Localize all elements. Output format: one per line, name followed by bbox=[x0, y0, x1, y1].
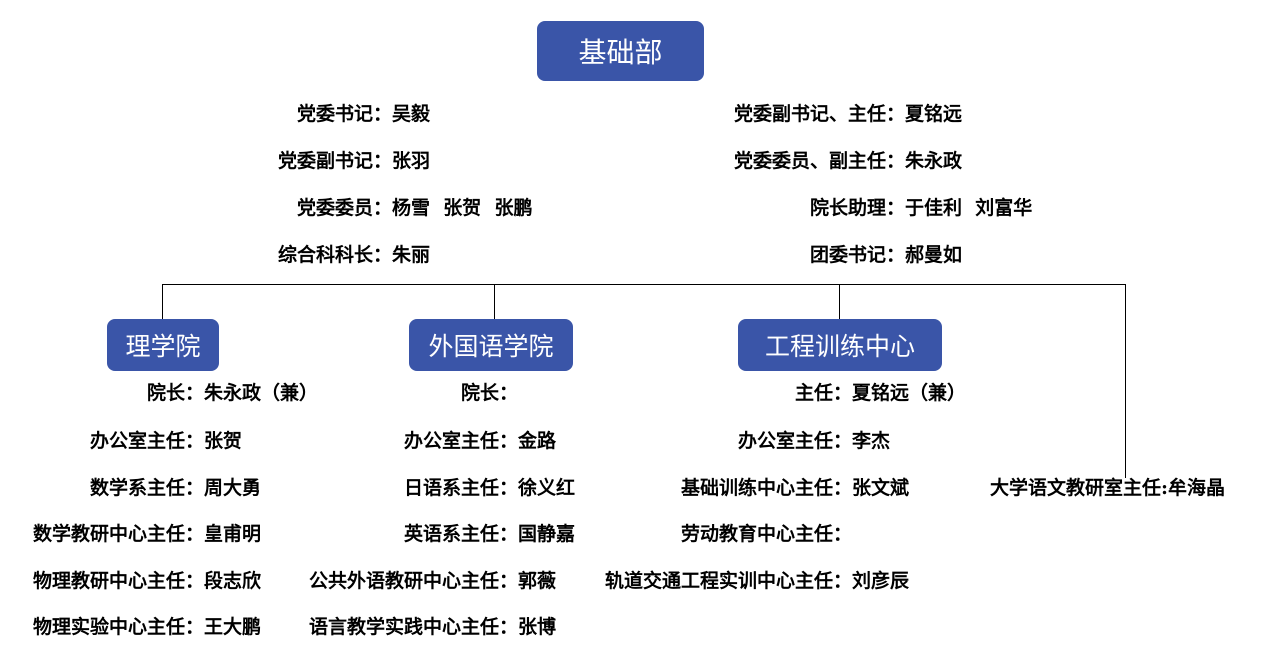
root-role-right: 团委书记：郝曼如 bbox=[655, 242, 962, 268]
root-department-title: 基础部 bbox=[578, 36, 663, 69]
role-value: 张羽 bbox=[392, 150, 431, 172]
role-value: 周大勇 bbox=[204, 477, 262, 499]
role-label: 物理实验中心主任： bbox=[32, 616, 204, 638]
role-label: 院长： bbox=[460, 382, 518, 404]
connector-drop-languages bbox=[494, 284, 495, 319]
role-label: 院长： bbox=[146, 382, 204, 404]
role-label: 语言教学实践中心主任： bbox=[308, 616, 518, 638]
science-role: 数学系主任：周大勇 bbox=[4, 475, 261, 501]
role-label: 团委书记： bbox=[809, 244, 905, 266]
role-label: 日语系主任： bbox=[403, 477, 518, 499]
dept-title: 理学院 bbox=[125, 332, 201, 361]
role-label: 办公室主任： bbox=[737, 430, 852, 452]
dept-title: 外国语学院 bbox=[428, 332, 554, 361]
root-role-right: 党委委员、副主任：朱永政 bbox=[655, 148, 962, 174]
science-role: 办公室主任：张贺 bbox=[4, 428, 242, 454]
connector-bus bbox=[162, 284, 1126, 285]
dept-box-engineering: 工程训练中心 bbox=[738, 319, 942, 371]
root-role-left: 党委委员：杨雪 张贺 张鹏 bbox=[192, 195, 532, 221]
chinese-office-role: 大学语文教研室主任:牟海晶 bbox=[990, 475, 1225, 501]
dept-title: 工程训练中心 bbox=[764, 332, 915, 361]
role-value: 牟海晶 bbox=[1168, 477, 1226, 499]
role-label: 院长助理： bbox=[809, 197, 905, 219]
role-value: 吴毅 bbox=[392, 103, 431, 125]
role-value: 张博 bbox=[518, 616, 557, 638]
role-label: 数学教研中心主任： bbox=[32, 523, 204, 545]
science-role: 数学教研中心主任：皇甫明 bbox=[4, 521, 261, 547]
role-value: 杨雪 张贺 张鹏 bbox=[392, 197, 533, 219]
role-label: 党委委员： bbox=[296, 197, 392, 219]
role-label: 党委副书记、主任： bbox=[733, 103, 905, 125]
role-value: 刘彦辰 bbox=[852, 570, 910, 592]
role-label: 办公室主任： bbox=[89, 430, 204, 452]
role-label: 党委书记： bbox=[296, 103, 392, 125]
languages-role: 日语系主任：徐义红 bbox=[278, 475, 575, 501]
role-label: 英语系主任： bbox=[403, 523, 518, 545]
role-value: 张贺 bbox=[204, 430, 243, 452]
role-value: 段志欣 bbox=[204, 570, 262, 592]
dept-box-science: 理学院 bbox=[107, 319, 219, 371]
role-value: 金路 bbox=[518, 430, 557, 452]
languages-role: 办公室主任：金路 bbox=[278, 428, 556, 454]
role-label: 轨道交通工程实训中心主任： bbox=[604, 570, 852, 592]
science-role: 物理教研中心主任：段志欣 bbox=[4, 568, 261, 594]
role-value: 皇甫明 bbox=[204, 523, 262, 545]
role-value: 张文斌 bbox=[852, 477, 910, 499]
languages-role: 院长： bbox=[278, 380, 518, 406]
role-value: 郭薇 bbox=[518, 570, 557, 592]
dept-box-foreign-languages: 外国语学院 bbox=[409, 319, 573, 371]
root-role-left: 党委书记：吴毅 bbox=[192, 101, 430, 127]
languages-role: 公共外语教研中心主任：郭薇 bbox=[278, 568, 556, 594]
role-value: 李杰 bbox=[852, 430, 891, 452]
role-label: 大学语文教研室主任: bbox=[990, 477, 1169, 499]
science-role: 物理实验中心主任：王大鹏 bbox=[4, 614, 261, 640]
languages-role: 语言教学实践中心主任：张博 bbox=[278, 614, 556, 640]
engineering-role: 办公室主任：李杰 bbox=[572, 428, 890, 454]
engineering-role: 基础训练中心主任：张文斌 bbox=[572, 475, 909, 501]
role-value: 朱永政 bbox=[905, 150, 963, 172]
role-value: 于佳利 刘富华 bbox=[905, 197, 1033, 219]
role-label: 劳动教育中心主任： bbox=[680, 523, 852, 545]
role-label: 综合科科长： bbox=[277, 244, 392, 266]
role-value: 郝曼如 bbox=[905, 244, 963, 266]
role-label: 物理教研中心主任： bbox=[32, 570, 204, 592]
root-role-left: 综合科科长：朱丽 bbox=[192, 242, 430, 268]
root-role-right: 院长助理：于佳利 刘富华 bbox=[655, 195, 1032, 221]
languages-role: 英语系主任：国静嘉 bbox=[278, 521, 575, 547]
engineering-role: 轨道交通工程实训中心主任：刘彦辰 bbox=[572, 568, 909, 594]
connector-drop-chinese bbox=[1125, 284, 1126, 478]
role-label: 公共外语教研中心主任： bbox=[308, 570, 518, 592]
role-value: 国静嘉 bbox=[518, 523, 576, 545]
role-label: 党委副书记： bbox=[277, 150, 392, 172]
connector-drop-science bbox=[162, 284, 163, 319]
engineering-role: 劳动教育中心主任： bbox=[572, 521, 852, 547]
role-label: 基础训练中心主任： bbox=[680, 477, 852, 499]
role-value: 朱永政（兼） bbox=[204, 382, 319, 404]
root-role-right: 党委副书记、主任：夏铭远 bbox=[655, 101, 962, 127]
connector-drop-engineering bbox=[839, 284, 840, 319]
science-role: 院长：朱永政（兼） bbox=[4, 380, 318, 406]
root-department-box: 基础部 bbox=[537, 21, 704, 81]
role-label: 数学系主任： bbox=[89, 477, 204, 499]
root-role-left: 党委副书记：张羽 bbox=[192, 148, 430, 174]
role-label: 办公室主任： bbox=[403, 430, 518, 452]
role-label: 党委委员、副主任： bbox=[733, 150, 905, 172]
role-label: 主任： bbox=[794, 382, 852, 404]
role-value: 朱丽 bbox=[392, 244, 431, 266]
role-value: 夏铭远 bbox=[905, 103, 963, 125]
role-value: 夏铭远（兼） bbox=[852, 382, 967, 404]
engineering-role: 主任：夏铭远（兼） bbox=[572, 380, 966, 406]
role-value: 徐义红 bbox=[518, 477, 576, 499]
role-value: 王大鹏 bbox=[204, 616, 262, 638]
